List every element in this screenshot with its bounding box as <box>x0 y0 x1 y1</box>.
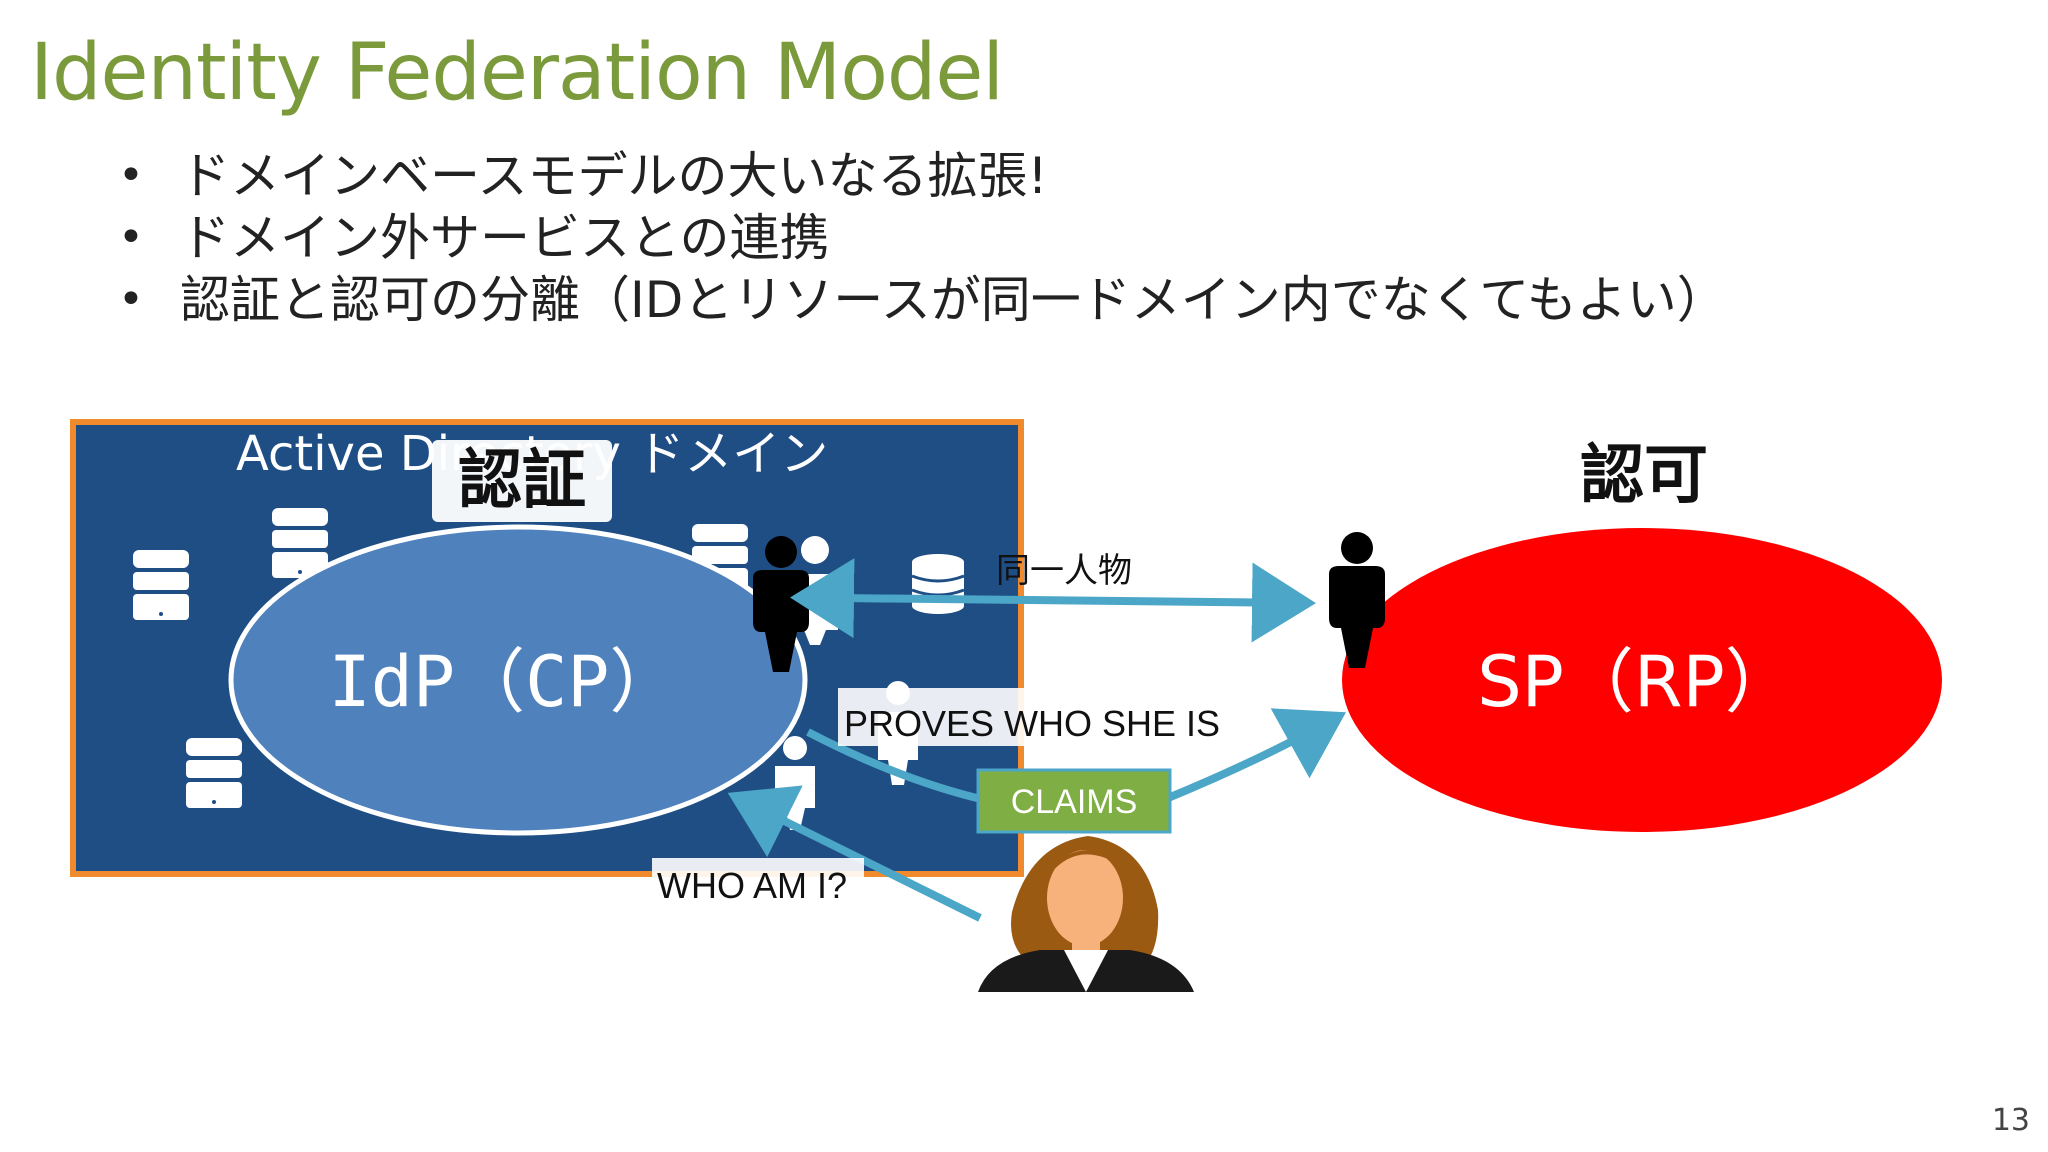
bullet-list: • ドメインベースモデルの大いなる拡張! • ドメイン外サービスとの連携 • 認証と認… <box>118 145 1727 331</box>
server-icon <box>133 550 189 620</box>
server-icon <box>186 738 242 808</box>
sp-label: SP（RP） <box>1477 641 1795 723</box>
page-number: 13 <box>1991 1103 2030 1138</box>
authz-label: 認可 <box>1580 439 1708 513</box>
claims-label: CLAIMS <box>1011 783 1138 821</box>
bullet-text: ドメインベースモデルの大いなる拡張! <box>180 147 1048 205</box>
sp-ellipse <box>1342 528 1942 832</box>
bullet-item: • ドメイン外サービスとの連携 <box>118 207 1727 269</box>
same-person-label: 同一人物 <box>996 551 1132 591</box>
idp-label: IdP（CP） <box>329 641 680 723</box>
bullet-dot: • <box>118 150 144 201</box>
bullet-item: • 認証と認可の分離（IDとリソースが同一ドメイン内でなくてもよい） <box>118 269 1727 331</box>
user-avatar-icon <box>978 836 1194 992</box>
proves-arrow-segment <box>806 728 986 804</box>
who-am-i-label: WHO AM I? <box>657 865 847 906</box>
bullet-item: • ドメインベースモデルの大いなる拡張! <box>118 145 1727 207</box>
bullet-dot: • <box>118 212 144 263</box>
proves-arrow <box>1166 708 1346 802</box>
authn-label-bg <box>432 440 612 522</box>
authn-label: 認証 <box>458 444 586 518</box>
claims-box <box>976 768 1172 834</box>
bullet-text: 認証と認可の分離（IDとリソースが同一ドメイン内でなくてもよい） <box>180 271 1727 329</box>
slide-title: Identity Federation Model <box>30 28 1004 118</box>
bullet-text: ドメイン外サービスとの連携 <box>180 209 830 267</box>
who-am-i-label-bg <box>652 858 864 908</box>
proves-label-bg <box>838 688 1248 746</box>
proves-label: PROVES WHO SHE IS <box>844 703 1220 744</box>
database-icon <box>911 554 965 614</box>
idp-ellipse <box>228 524 808 836</box>
bullet-dot: • <box>118 274 144 325</box>
same-person-arrow <box>790 558 1316 643</box>
